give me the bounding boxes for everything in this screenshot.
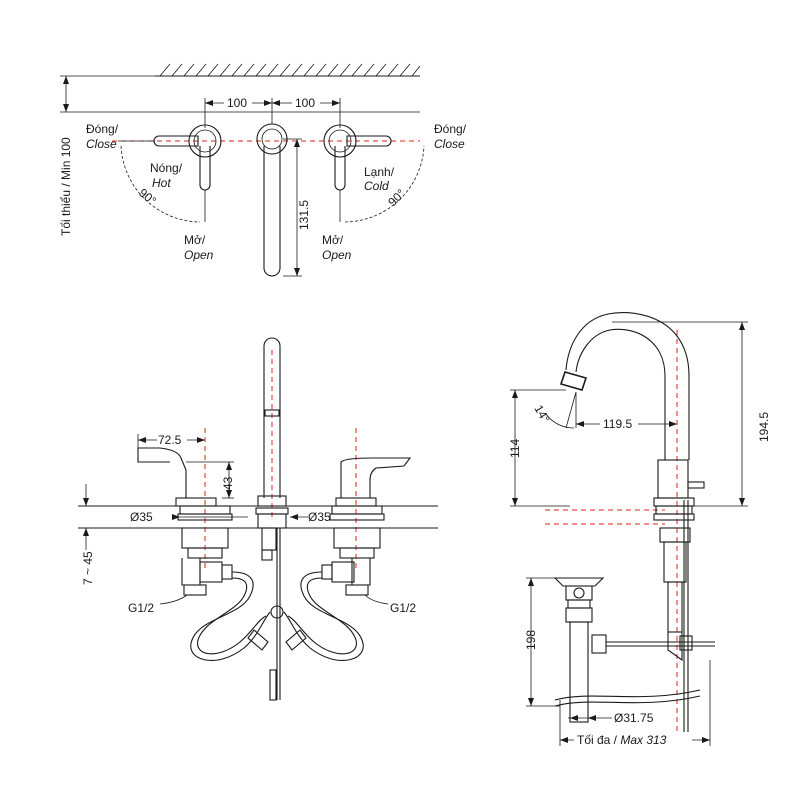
close-left-en: Close — [86, 137, 117, 151]
total-height: 194.5 — [757, 412, 771, 442]
deck-range: 7 ~ 45 — [81, 551, 95, 585]
cold-vi: Lạnh/ — [364, 165, 395, 179]
front-view: 7 ~ 45 72.5 43 — [78, 337, 438, 701]
cold-en: Cold — [364, 179, 389, 193]
dia-right: Ø35 — [308, 510, 331, 524]
wall-hatch — [155, 63, 421, 77]
open-right-vi: Mở/ — [322, 233, 344, 247]
open-right-en: Open — [322, 248, 352, 262]
thread-left: G1/2 — [128, 601, 154, 615]
drain-dia: Ø31.75 — [614, 711, 654, 725]
close-left-vi: Đóng/ — [86, 122, 119, 136]
drain-height: 198 — [524, 630, 538, 650]
min-height-label: Tối thiểu / Min 100 — [59, 137, 73, 236]
max-label-vi: Tối đa / — [577, 733, 620, 747]
dia-left: Ø35 — [130, 510, 153, 524]
side-view: 194.5 114 14° 119.5 — [508, 312, 771, 747]
open-left-en: Open — [184, 248, 214, 262]
thread-right: G1/2 — [390, 601, 416, 615]
hot-vi: Nóng/ — [150, 161, 183, 175]
dim-100-right: 100 — [295, 96, 315, 110]
reach: 119.5 — [603, 417, 632, 431]
close-right-en: Close — [434, 137, 465, 151]
spout-length: 131.5 — [297, 200, 311, 230]
handle-dim: 72.5 — [158, 433, 182, 447]
handle-height: 43 — [221, 476, 235, 490]
top-view: Tối thiểu / Min 100 100 100 — [59, 63, 467, 277]
close-right-vi: Đóng/ — [434, 122, 467, 136]
hot-en: Hot — [152, 176, 171, 190]
spout-height: 114 — [508, 439, 522, 458]
open-left-vi: Mở/ — [184, 233, 206, 247]
max-label-en: Max 313 — [620, 733, 666, 747]
dim-100-left: 100 — [227, 96, 247, 110]
max-label: Tối đa / Max 313 — [577, 733, 667, 747]
angle-14: 14° — [531, 403, 552, 426]
